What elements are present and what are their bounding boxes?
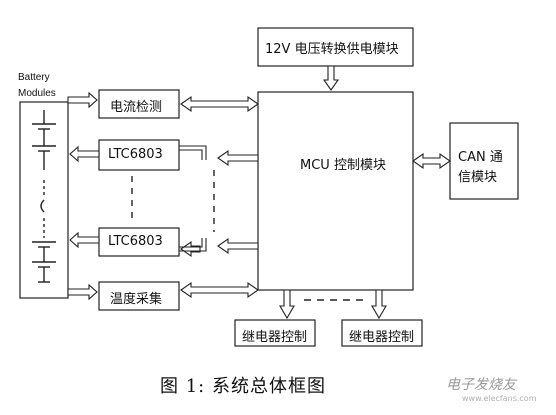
arrow-mcu-relay-right bbox=[371, 289, 387, 320]
connection-arrows bbox=[67, 65, 451, 320]
power-module-label: 12V 电压转换供电模块 bbox=[265, 42, 399, 57]
ltc6803-bottom-box bbox=[98, 227, 180, 257]
mcu-module-box bbox=[257, 91, 414, 291]
can-label-line1: CAN 通 bbox=[458, 150, 503, 165]
relay-right-label: 继电器控制 bbox=[349, 330, 415, 345]
can-module-box bbox=[449, 122, 519, 200]
current-detect-box bbox=[98, 89, 180, 119]
battery-cells-symbol bbox=[32, 110, 56, 283]
arrow-current-mcu bbox=[180, 95, 259, 113]
ltc-bus-lines bbox=[179, 145, 207, 252]
arrow-battery-current bbox=[67, 91, 98, 109]
arrow-power-mcu bbox=[322, 65, 340, 91]
ltc6803-top-box bbox=[98, 139, 180, 171]
arrow-temp-mcu bbox=[180, 281, 259, 299]
battery-label-line2: Modules bbox=[18, 88, 56, 99]
temperature-label: 温度采集 bbox=[110, 292, 163, 307]
ltc6803-bottom-label: LTC6803 bbox=[108, 234, 163, 249]
relay-box-right bbox=[341, 319, 423, 347]
relay-left-label: 继电器控制 bbox=[242, 330, 308, 345]
current-detect-label: 电流检测 bbox=[110, 100, 163, 115]
arrow-mcu-relay-left bbox=[279, 289, 295, 320]
watermark-logo: 电子发烧友 bbox=[446, 377, 516, 393]
arrow-mcu-can bbox=[412, 152, 451, 170]
figure-caption: 图 1: 系统总体框图 bbox=[160, 376, 326, 397]
ltc6803-top-label: LTC6803 bbox=[108, 147, 163, 162]
mcu-label: MCU 控制模块 bbox=[300, 158, 386, 173]
arrow-mcu-ltc-top bbox=[217, 149, 259, 167]
power-module-box bbox=[257, 27, 414, 67]
can-label-line2: 信模块 bbox=[458, 170, 498, 185]
arrow-battery-temp bbox=[67, 283, 98, 301]
battery-label-line1: Battery bbox=[18, 72, 50, 83]
relay-box-left bbox=[234, 319, 316, 347]
arrow-ltc-bottom-battery bbox=[69, 231, 100, 249]
arrow-ltc-top-battery bbox=[69, 145, 100, 163]
watermark-url: www.elecfans.com bbox=[462, 394, 537, 403]
temperature-box bbox=[98, 281, 180, 311]
arrow-mcu-ltc-bottom bbox=[217, 237, 259, 255]
